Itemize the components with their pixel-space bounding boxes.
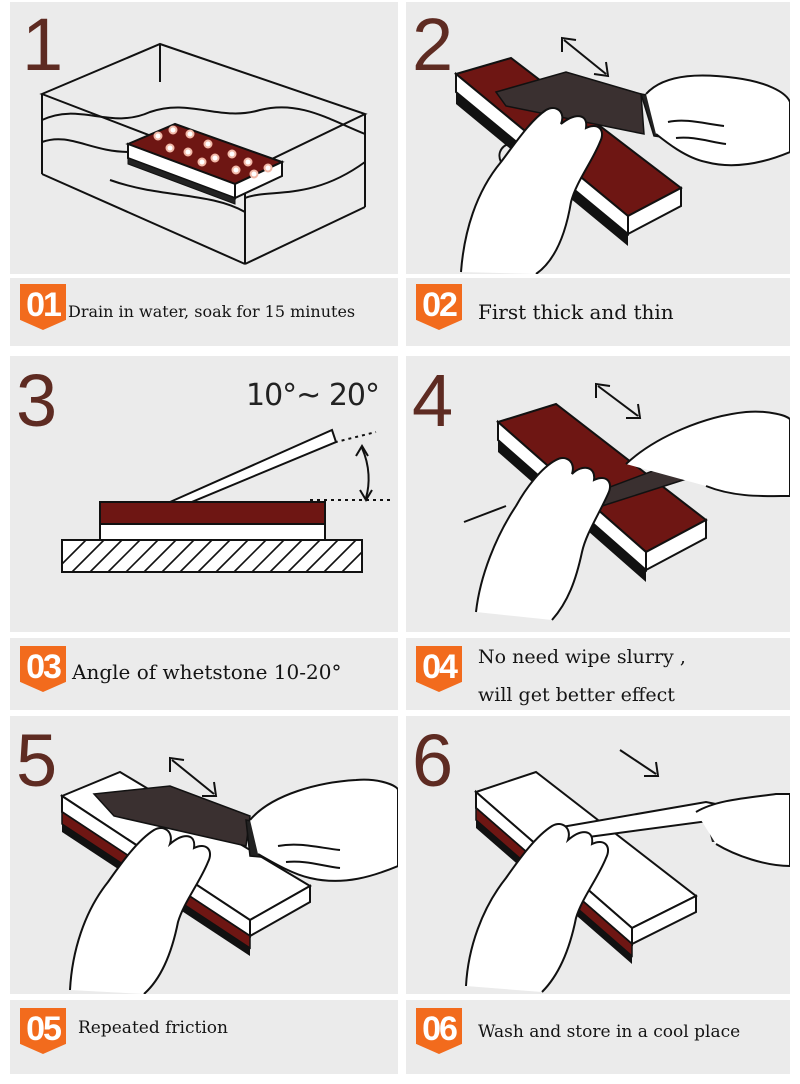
step-6-caption: Wash and store in a cool place (478, 1022, 741, 1042)
step-6-badge: 06 (416, 1008, 462, 1054)
step-4-badge: 04 (416, 646, 462, 692)
step-5-caption-bar: 05 Repeated friction (10, 1000, 398, 1074)
step-3-illustration-panel: 3 10°~ 20° (10, 356, 398, 632)
step-4-caption-line-2: will get better effect (478, 684, 675, 706)
step-6-illustration-panel: 6 (406, 716, 790, 994)
step-2-badge: 02 (416, 284, 462, 330)
step-1-caption: Drain in water, soak for 15 minutes (68, 302, 356, 321)
step-1-caption-bar: 01 Drain in water, soak for 15 minutes (10, 278, 398, 346)
step-1-illustration-panel: 1 (10, 2, 398, 274)
step-1-number: 1 (22, 3, 64, 86)
step-5-badge: 05 (20, 1008, 66, 1054)
step-3-badge: 03 (20, 646, 66, 692)
step-2-caption-bar: 02 First thick and thin (406, 278, 790, 346)
step-4-caption-bar: 04 No need wipe slurry , will get better… (406, 638, 790, 710)
step-3-caption-bar: 03 Angle of whetstone 10-20° (10, 638, 398, 710)
angle-label: 10°~ 20° (246, 378, 380, 413)
step-4-caption-line-1: No need wipe slurry , (478, 646, 686, 668)
thick-and-thin-sharpening-illustration (453, 36, 790, 274)
repeated-friction-illustration (59, 756, 398, 994)
step-6-number: 6 (412, 719, 454, 802)
step-1-badge: 01 (20, 284, 66, 330)
step-6-caption-bar: 06 Wash and store in a cool place (406, 1000, 790, 1074)
step-3-number: 3 (16, 359, 58, 442)
slurry-sharpening-illustration (463, 382, 790, 621)
step-2-caption: First thick and thin (478, 300, 674, 324)
step-4-illustration-panel: 4 (406, 356, 790, 632)
step-5-illustration-panel: 5 (10, 716, 398, 994)
step-5-caption: Repeated friction (78, 1018, 228, 1038)
step-3-caption: Angle of whetstone 10-20° (72, 660, 342, 684)
step-2-illustration-panel: 2 (406, 2, 790, 274)
wash-and-store-illustration (465, 749, 790, 993)
step-2-number: 2 (412, 3, 454, 86)
sharpening-angle-illustration (61, 428, 394, 573)
soaking-whetstone-illustration (39, 42, 368, 265)
step-4-number: 4 (412, 359, 454, 442)
step-5-number: 5 (16, 719, 58, 802)
